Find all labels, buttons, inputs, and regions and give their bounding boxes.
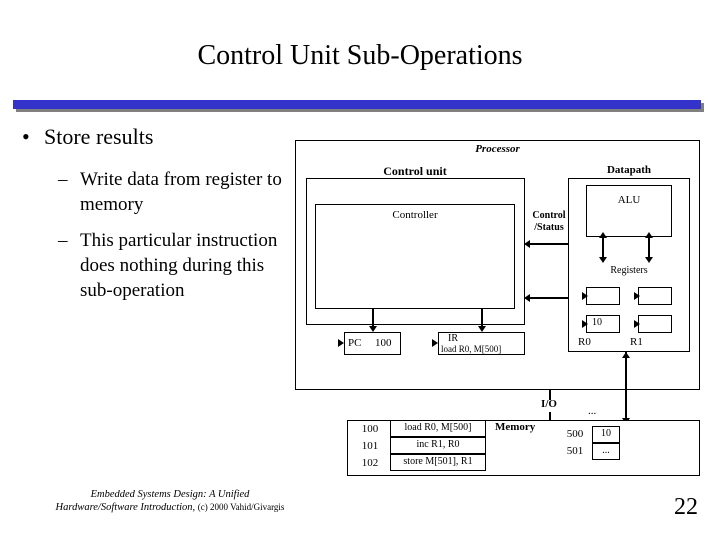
- io-bus-line-2: [549, 412, 551, 422]
- memory-row-cell-1: [390, 437, 486, 454]
- control-status-bus-2: [530, 297, 568, 299]
- control-status-bus-1: [530, 243, 568, 245]
- r1-label: R1: [630, 336, 643, 348]
- datapath-memory-bus: [625, 352, 627, 420]
- pc-value: 100: [375, 337, 392, 349]
- control-unit-label: Control unit: [383, 164, 447, 178]
- ir-in-arrow-icon: [432, 339, 438, 347]
- pc-label: PC: [348, 337, 362, 349]
- data-row-cell-0: [592, 426, 620, 443]
- page-number: 22: [674, 494, 698, 520]
- io-bus-line: [549, 390, 551, 400]
- bullet-level1-label: Store results: [44, 124, 154, 149]
- memory-row-content-0: load R0, M[500]: [404, 422, 472, 433]
- data-row-content-1: ...: [602, 445, 610, 456]
- title-rule: [13, 100, 701, 109]
- r0-label: R0: [578, 336, 591, 348]
- bullet-level2-1: –Write data from register to memory: [58, 167, 290, 217]
- datapath-memory-arrow-up-icon: [622, 352, 630, 358]
- alu-reg-line-left: [602, 237, 604, 260]
- register-tr-arrow-icon: [634, 292, 640, 300]
- register-br-arrow-icon: [634, 320, 640, 328]
- bullet-level2-2: –This particular instruction does nothin…: [58, 228, 285, 303]
- controller-box: [315, 204, 515, 309]
- footer-line2: Hardware/Software Introduction,: [55, 502, 196, 513]
- register-cell-top-right: [638, 287, 672, 305]
- controller-ir-arrow-icon: [478, 326, 486, 332]
- controller-label: Controller: [392, 209, 438, 221]
- ir-value: load R0, M[500]: [441, 344, 502, 354]
- pc-box: [344, 332, 401, 355]
- alu-reg-arrow-up-left-icon: [599, 232, 607, 238]
- register-cell-top-left: [586, 287, 620, 305]
- bullet-level1: • Store results: [22, 124, 153, 150]
- dash-icon: –: [58, 230, 68, 251]
- bullet-level2-2-label: This particular instruction does nothing…: [80, 230, 278, 301]
- footer-line1: Embedded Systems Design: A Unified: [90, 489, 250, 500]
- control-status-label-line1: Control: [532, 210, 566, 221]
- processor-label: Processor: [475, 143, 520, 155]
- alu-label: ALU: [617, 194, 641, 206]
- controller-pc-arrow-icon: [369, 326, 377, 332]
- controller-pc-line: [372, 309, 374, 326]
- register-tl-arrow-icon: [582, 292, 588, 300]
- bullet-dot-icon: •: [22, 124, 30, 149]
- pc-in-arrow-icon: [338, 339, 344, 347]
- alu-box: [586, 185, 672, 237]
- footer: Embedded Systems Design: A Unified Hardw…: [20, 488, 320, 514]
- io-dots: ...: [588, 405, 597, 417]
- control-status-arrow-left-icon-2: [524, 294, 530, 302]
- memory-row-content-1: inc R1, R0: [416, 439, 460, 450]
- alu-reg-arrow-up-right-icon: [645, 232, 653, 238]
- datapath-label: Datapath: [606, 164, 651, 176]
- control-status-label-line2: /Status: [534, 222, 564, 233]
- memory-row-address-2: 102: [361, 457, 379, 469]
- memory-row-cell-0: [390, 420, 486, 437]
- controller-ir-line: [481, 309, 483, 326]
- memory-label: Memory: [495, 421, 536, 433]
- register-cell-bottom-left-value: 10: [592, 317, 602, 328]
- register-bl-arrow-icon: [582, 320, 588, 328]
- io-label: I/O: [541, 398, 557, 410]
- registers-label: Registers: [610, 265, 648, 276]
- data-row-address-1: 501: [566, 445, 584, 457]
- dash-icon: –: [58, 169, 68, 190]
- page-title: Control Unit Sub-Operations: [197, 40, 523, 71]
- alu-reg-line-right: [648, 237, 650, 260]
- memory-row-content-2: store M[501], R1: [403, 456, 473, 467]
- register-cell-bottom-right: [638, 315, 672, 333]
- data-row-content-0: 10: [601, 428, 611, 439]
- data-row-address-0: 500: [566, 428, 584, 440]
- control-status-arrow-left-icon: [524, 240, 530, 248]
- bullet-level2-1-label: Write data from register to memory: [80, 169, 282, 215]
- memory-row-address-0: 100: [361, 423, 379, 435]
- alu-reg-arrow-down-left-icon: [599, 257, 607, 263]
- data-row-cell-1: [592, 443, 620, 460]
- alu-reg-arrow-down-right-icon: [645, 257, 653, 263]
- memory-row-cell-2: [390, 454, 486, 471]
- memory-row-address-1: 101: [361, 440, 379, 452]
- ir-box: [438, 332, 525, 355]
- footer-copyright: (c) 2000 Vahid/Givargis: [197, 502, 285, 512]
- ir-label: IR: [448, 333, 458, 344]
